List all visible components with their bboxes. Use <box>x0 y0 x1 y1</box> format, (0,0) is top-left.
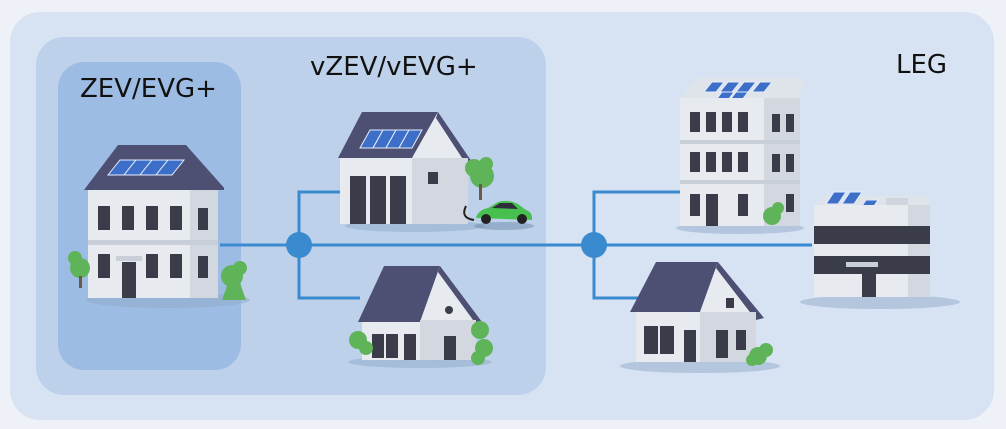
grid-node-left <box>286 232 312 258</box>
grid-node-right <box>581 232 607 258</box>
townhouse-solar-icon <box>68 145 250 308</box>
zev-zone-label: ZEV/EVG+ <box>80 74 217 104</box>
leg-zone-label: LEG <box>896 50 948 80</box>
office-solar-icon <box>800 191 960 309</box>
house-icon <box>348 266 493 368</box>
vzev-zone-label: vZEV/vEVG+ <box>310 52 478 82</box>
electric-car-charging-icon <box>463 200 534 230</box>
house-solar-icon <box>338 112 494 232</box>
house-icon <box>620 262 780 373</box>
apartment-solar-icon <box>676 78 804 234</box>
